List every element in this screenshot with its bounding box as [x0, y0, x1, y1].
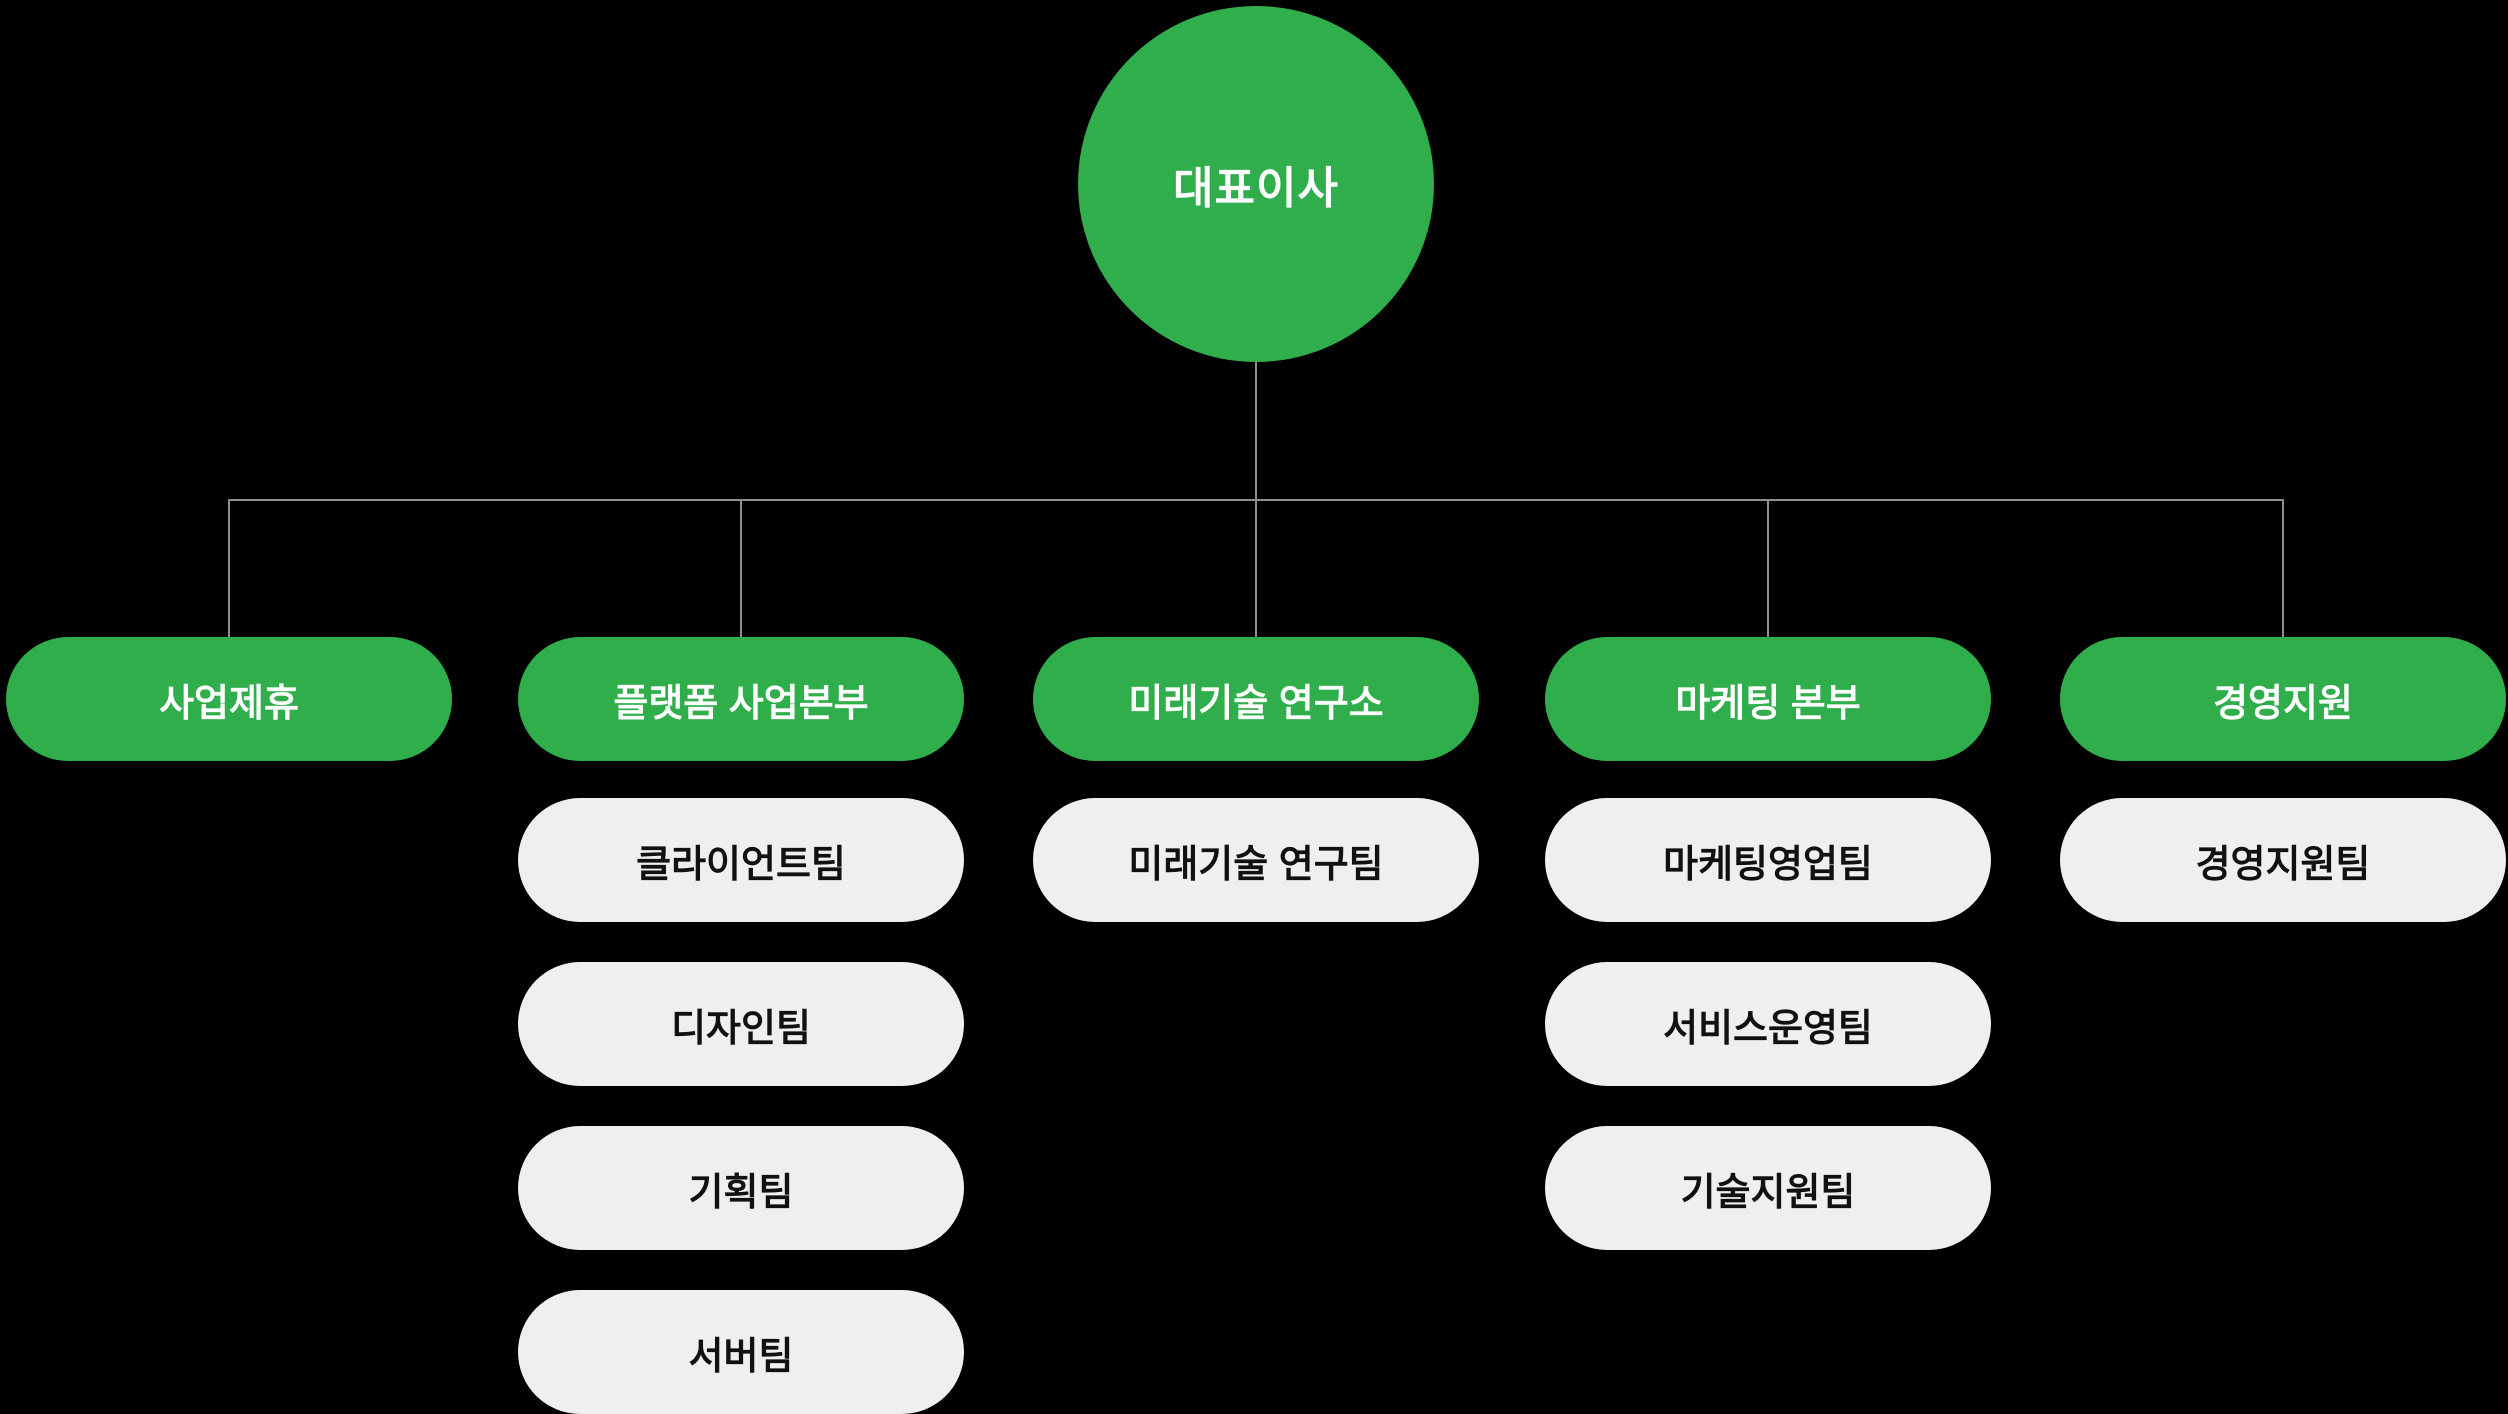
dept-node: 경영지원 [2060, 637, 2506, 761]
connector-line [1767, 499, 1769, 637]
team-node-label: 미래기술 연구팀 [1128, 843, 1384, 886]
root-node-label: 대표이사 [1173, 164, 1339, 213]
connector-line [2282, 499, 2284, 637]
connector-line [1255, 499, 1257, 637]
dept-node-label: 미래기술 연구소 [1128, 682, 1384, 725]
dept-node-label: 경영지원 [2213, 682, 2353, 725]
team-node-label: 서버팀 [688, 1335, 794, 1378]
team-node: 마케팅영업팀 [1545, 798, 1991, 922]
dept-node-label: 플랫폼 사업본부 [613, 682, 869, 725]
team-node-label: 디자인팀 [671, 1007, 811, 1050]
team-node: 서비스운영팀 [1545, 962, 1991, 1086]
connector-line [228, 499, 230, 637]
team-node: 경영지원팀 [2060, 798, 2506, 922]
connector-line [1255, 362, 1257, 499]
dept-node: 플랫폼 사업본부 [518, 637, 964, 761]
team-node-label: 마케팅영업팀 [1663, 843, 1873, 886]
team-node-label: 기술지원팀 [1680, 1171, 1856, 1214]
team-node: 클라이언트팀 [518, 798, 964, 922]
team-node: 기술지원팀 [1545, 1126, 1991, 1250]
dept-node-label: 사업제휴 [159, 682, 299, 725]
team-node: 미래기술 연구팀 [1033, 798, 1479, 922]
dept-node-label: 마케팅 본부 [1675, 682, 1861, 725]
root-node-ceo: 대표이사 [1078, 6, 1434, 362]
team-node: 서버팀 [518, 1290, 964, 1414]
team-node-label: 기획팀 [688, 1171, 794, 1214]
team-node: 디자인팀 [518, 962, 964, 1086]
dept-node: 마케팅 본부 [1545, 637, 1991, 761]
team-node-label: 경영지원팀 [2195, 843, 2371, 886]
dept-node: 사업제휴 [6, 637, 452, 761]
connector-line [740, 499, 742, 637]
team-node: 기획팀 [518, 1126, 964, 1250]
dept-node: 미래기술 연구소 [1033, 637, 1479, 761]
team-node-label: 서비스운영팀 [1663, 1007, 1873, 1050]
team-node-label: 클라이언트팀 [636, 843, 846, 886]
